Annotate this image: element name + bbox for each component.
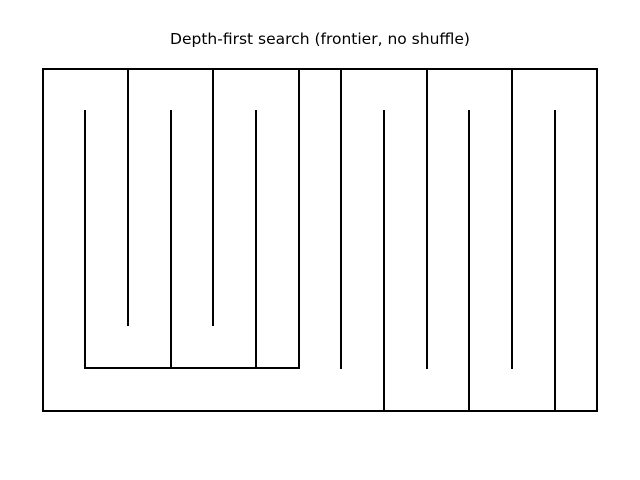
figure-title: Depth-first search (frontier, no shuffle… bbox=[170, 30, 470, 48]
maze-outer-border bbox=[42, 68, 598, 412]
